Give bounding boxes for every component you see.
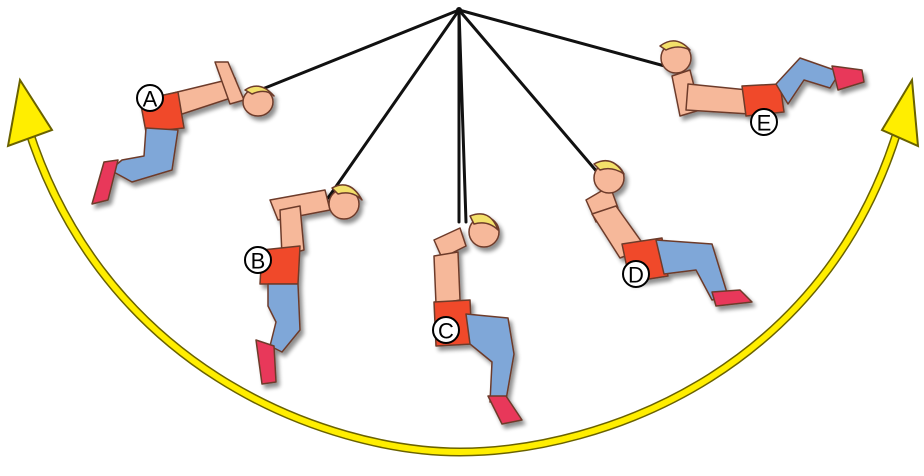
label-c: C xyxy=(433,317,459,344)
rope-b xyxy=(328,10,459,198)
arc-arrowhead-right-icon xyxy=(882,80,918,146)
figure-a xyxy=(92,62,274,204)
rope-a xyxy=(255,10,459,92)
figure-b xyxy=(256,185,362,384)
rope-d xyxy=(459,10,604,180)
label-d: D xyxy=(623,261,649,288)
label-e: E xyxy=(751,109,777,136)
label-c-text: C xyxy=(438,319,454,344)
label-b-text: B xyxy=(251,249,266,274)
label-a: A xyxy=(137,85,163,112)
figure-d xyxy=(586,161,752,306)
label-d-text: D xyxy=(628,263,644,288)
pivot-point xyxy=(456,7,462,13)
figure-e xyxy=(660,41,864,116)
label-a-text: A xyxy=(143,87,158,112)
arc-arrowhead-left-icon xyxy=(8,80,52,146)
label-b: B xyxy=(245,247,271,274)
label-e-text: E xyxy=(757,111,772,136)
rope-e xyxy=(459,10,672,68)
